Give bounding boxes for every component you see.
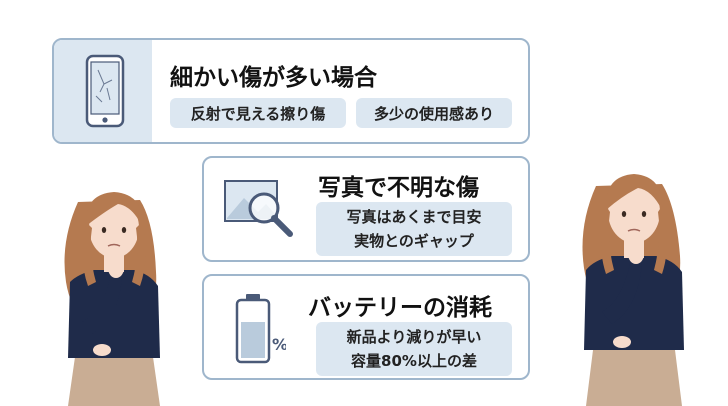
chip-line: 実物とのギャップ (354, 232, 474, 250)
chip: 写真はあくまで目安 実物とのギャップ (316, 202, 512, 256)
chip-line: 容量80%以上の差 (351, 352, 477, 370)
svg-text:%: % (272, 335, 286, 354)
cracked-phone-icon (85, 54, 125, 128)
magnifier-photo-icon (224, 180, 293, 237)
card-title: バッテリーの消耗 (308, 295, 492, 321)
thinking-woman-right-illustration (582, 174, 684, 406)
card-icon-area (54, 40, 152, 142)
card-title: 細かい傷が多い場合 (170, 65, 377, 91)
chip-line: 写真はあくまで目安 (346, 208, 482, 226)
battery-percent-icon: % (235, 294, 286, 364)
thinking-woman-left-illustration (64, 192, 160, 406)
card-unclear-scratches: 写真で不明な傷 写真はあくまで目安 実物とのギャップ (202, 156, 530, 262)
chip: 新品より減りが早い 容量80%以上の差 (316, 322, 512, 376)
card-battery-wear: % バッテリーの消耗 新品より減りが早い 容量80%以上の差 (202, 274, 530, 380)
card-title: 写真で不明な傷 (318, 175, 479, 201)
card-many-fine-scratches: 細かい傷が多い場合 反射で見える擦り傷 多少の使用感あり (52, 38, 530, 144)
chip: 反射で見える擦り傷 (170, 98, 346, 128)
chip: 多少の使用感あり (356, 98, 512, 128)
chip-line: 新品より減りが早い (346, 328, 482, 346)
